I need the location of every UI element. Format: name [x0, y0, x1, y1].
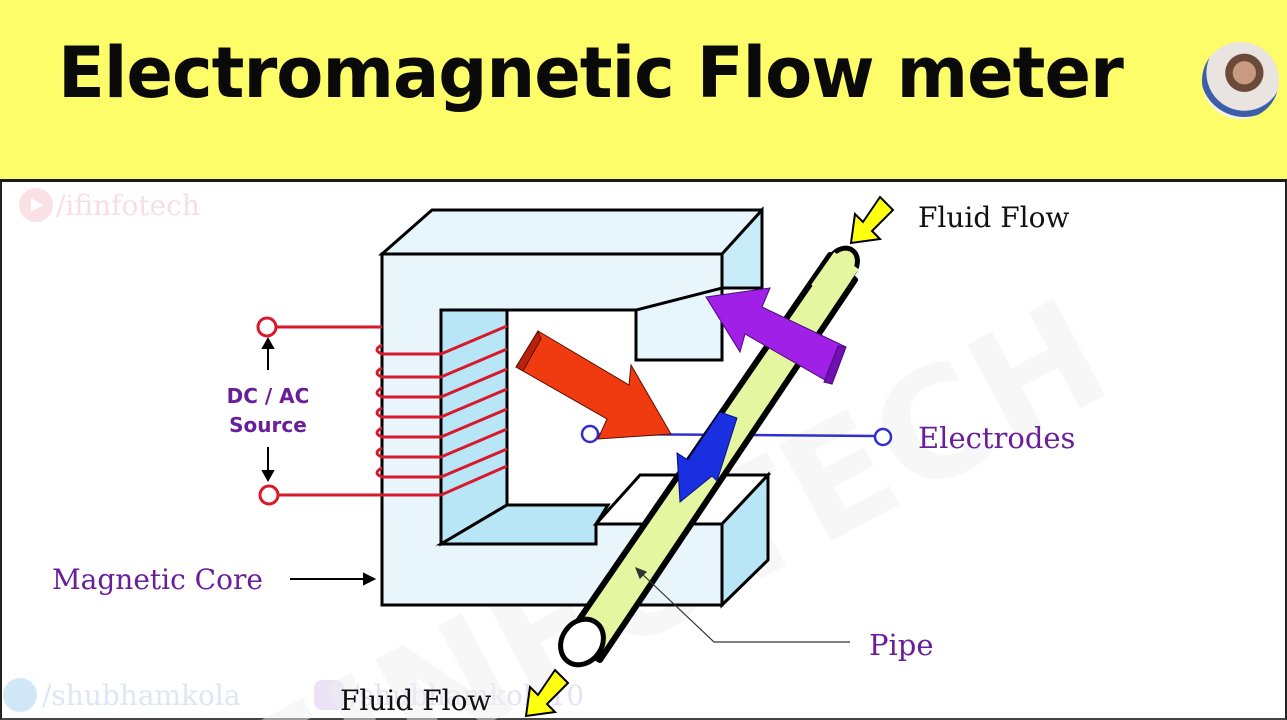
- twitter-watermark: /shubhamkola: [3, 678, 241, 712]
- source-label-line1: DC / AC: [227, 384, 310, 408]
- yellow-arrow-icon: [849, 195, 895, 245]
- fluid-flow-top-label: Fluid Flow: [918, 201, 1069, 234]
- pipe-label: Pipe: [869, 628, 934, 662]
- electrode-right: [873, 427, 893, 447]
- page-title: Electromagnetic Flow meter: [58, 32, 1124, 114]
- source-arrows: [261, 336, 275, 483]
- twitter-icon: [3, 678, 37, 712]
- yellow-arrow-icon: [524, 668, 570, 718]
- title-banner: Electromagnetic Flow meter: [0, 0, 1287, 182]
- fluid-flow-bottom-label: Fluid Flow: [340, 684, 491, 717]
- presenter-avatar: [1202, 42, 1279, 119]
- twitter-handle: /shubhamkola: [42, 679, 241, 712]
- diagram-canvas: [0, 182, 1287, 720]
- electrode-left: [580, 424, 600, 444]
- youtube-icon: [19, 188, 53, 222]
- purple-field-arrow: [705, 287, 847, 385]
- flow-direction-arrow: [676, 411, 738, 504]
- magnetic-core-label: Magnetic Core: [52, 563, 263, 596]
- youtube-watermark: /ifinfotech: [19, 188, 200, 222]
- source-label-line2: Source: [229, 413, 307, 437]
- magnetic-field-arrow: [515, 329, 672, 440]
- pipe-opening: [558, 616, 606, 668]
- instagram-icon: [314, 680, 344, 710]
- coil-winding: [256, 316, 508, 506]
- youtube-handle: /ifinfotech: [56, 189, 200, 222]
- magnetic-core: [378, 206, 772, 609]
- electrodes-label: Electrodes: [918, 421, 1075, 455]
- pipe-pointer: [634, 566, 850, 643]
- source-terminal-bottom: [258, 484, 280, 506]
- source-terminal-top: [256, 316, 278, 338]
- fluid-flow-out-arrow: [524, 668, 570, 718]
- magnetic-core-pointer: [290, 572, 377, 586]
- fluid-flow-in-arrow: [849, 195, 895, 245]
